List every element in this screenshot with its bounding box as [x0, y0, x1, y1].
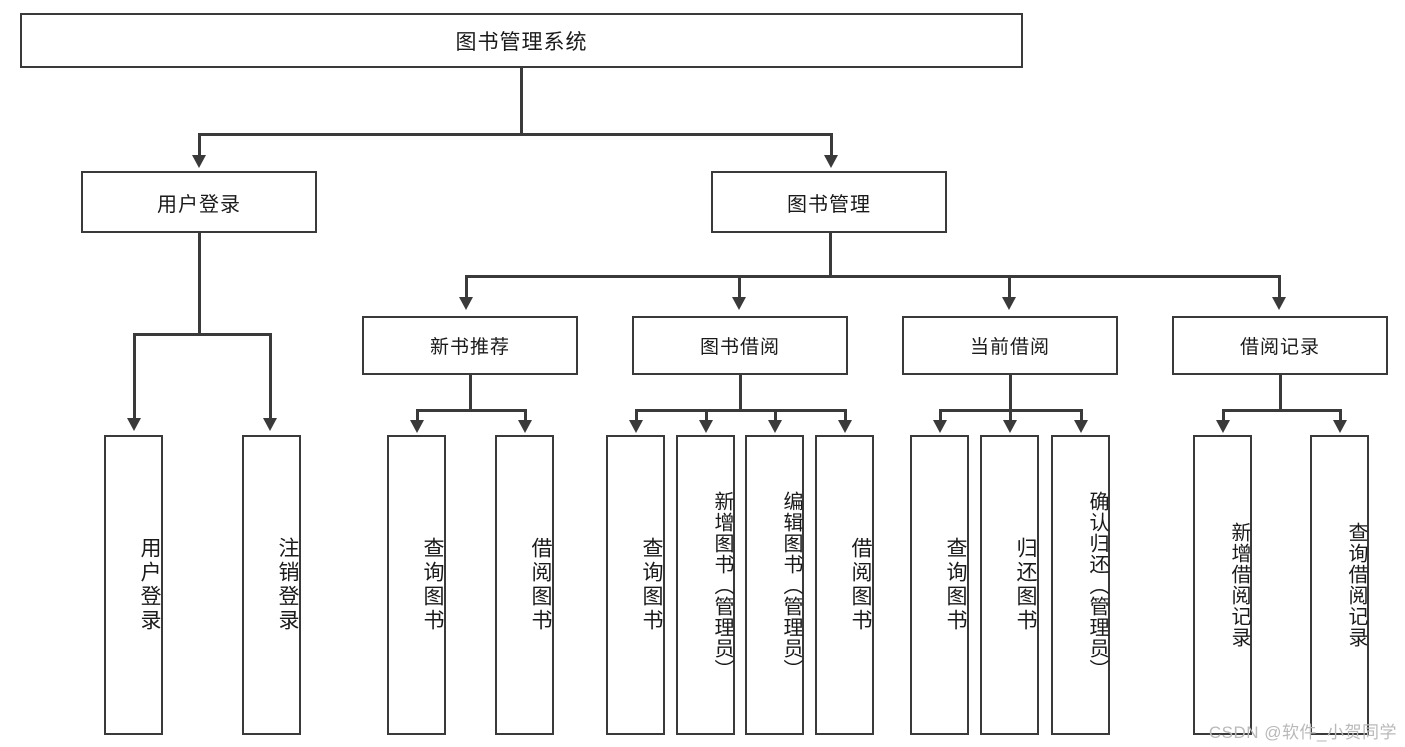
node-new-book-recommend-label: 新书推荐 — [429, 337, 510, 358]
edge-to-current-borrow — [1008, 275, 1011, 301]
arrow-to-leaf-add-record — [1216, 420, 1230, 433]
arrow-to-borrow-record — [1272, 297, 1286, 310]
node-leaf-borrow-book-2[interactable]: 借阅图书 — [815, 435, 874, 735]
node-root[interactable]: 图书管理系统 — [20, 13, 1023, 68]
edge-book-borrow-bus — [635, 409, 846, 412]
node-leaf-user-login-label: 用户登录 — [138, 537, 161, 633]
arrow-to-current-borrow — [1002, 297, 1016, 310]
edge-to-leaf-logout-login — [269, 333, 272, 421]
node-leaf-borrow-book-2-label: 借阅图书 — [849, 537, 872, 633]
edge-to-book-management — [830, 133, 833, 159]
edge-to-leaf-borrow-book-2 — [844, 409, 847, 423]
node-leaf-borrow-book-1[interactable]: 借阅图书 — [495, 435, 554, 735]
arrow-to-leaf-add-book — [699, 420, 713, 433]
node-leaf-return-book[interactable]: 归还图书 — [980, 435, 1039, 735]
node-book-management[interactable]: 图书管理 — [711, 171, 947, 233]
node-user-login-label: 用户登录 — [157, 193, 241, 216]
node-leaf-query-book-3-label: 查询图书 — [944, 537, 967, 633]
arrow-to-leaf-query-book-2 — [629, 420, 643, 433]
node-leaf-query-book-2-label: 查询图书 — [640, 537, 663, 633]
node-book-management-label: 图书管理 — [787, 193, 871, 216]
node-current-borrow[interactable]: 当前借阅 — [902, 316, 1118, 375]
arrow-to-leaf-edit-book — [768, 420, 782, 433]
arrow-to-leaf-borrow-book-1 — [518, 420, 532, 433]
edge-to-leaf-user-login — [133, 333, 136, 421]
arrow-to-leaf-query-book-1 — [410, 420, 424, 433]
node-book-borrow-label: 图书借阅 — [699, 337, 780, 358]
node-leaf-logout-login-label: 注销登录 — [276, 537, 299, 633]
watermark-text: CSDN @软件_小贺同学 — [1208, 723, 1397, 742]
edge-to-leaf-confirm-return — [1080, 409, 1083, 423]
node-leaf-add-book[interactable]: 新增图书（管理员） — [676, 435, 735, 735]
arrow-to-user-login — [192, 155, 206, 168]
node-leaf-query-book-1-label: 查询图书 — [421, 537, 444, 633]
node-leaf-add-record[interactable]: 新增借阅记录 — [1193, 435, 1252, 735]
edge-current-borrow-stem — [1009, 375, 1012, 411]
edge-user-login-bus — [133, 333, 271, 336]
node-root-label: 图书管理系统 — [455, 30, 588, 54]
edge-new-book-recommend-bus — [416, 409, 527, 412]
edge-to-book-borrow — [738, 275, 741, 301]
node-leaf-borrow-book-1-label: 借阅图书 — [529, 537, 552, 633]
edge-to-leaf-add-record — [1222, 409, 1225, 423]
edge-borrow-record-stem — [1279, 375, 1282, 411]
edge-to-leaf-query-book-3 — [939, 409, 942, 423]
node-book-borrow[interactable]: 图书借阅 — [632, 316, 848, 375]
edge-user-login-stem — [198, 233, 201, 335]
edge-borrow-record-bus — [1222, 409, 1341, 412]
edge-to-leaf-query-record — [1339, 409, 1342, 423]
node-leaf-edit-book[interactable]: 编辑图书（管理员） — [745, 435, 804, 735]
edge-new-book-recommend-stem — [469, 375, 472, 411]
node-leaf-logout-login[interactable]: 注销登录 — [242, 435, 301, 735]
arrow-to-leaf-user-login — [127, 418, 141, 431]
node-leaf-return-book-label: 归还图书 — [1014, 537, 1037, 633]
edge-to-leaf-borrow-book-1 — [524, 409, 527, 423]
arrow-to-new-book-recommend — [459, 297, 473, 310]
arrow-to-leaf-borrow-book-2 — [838, 420, 852, 433]
arrow-to-leaf-confirm-return — [1074, 420, 1088, 433]
arrow-to-book-borrow — [732, 297, 746, 310]
edge-to-user-login — [198, 133, 201, 159]
edge-to-new-book-recommend — [465, 275, 468, 301]
arrow-to-leaf-return-book — [1003, 420, 1017, 433]
node-leaf-query-book-1[interactable]: 查询图书 — [387, 435, 446, 735]
node-new-book-recommend[interactable]: 新书推荐 — [362, 316, 578, 375]
node-borrow-record[interactable]: 借阅记录 — [1172, 316, 1388, 375]
edge-root-stem — [520, 68, 523, 135]
arrow-to-leaf-query-book-3 — [933, 420, 947, 433]
node-leaf-query-record-label: 查询借阅记录 — [1345, 522, 1367, 648]
edge-to-leaf-query-book-1 — [416, 409, 419, 423]
node-user-login[interactable]: 用户登录 — [81, 171, 317, 233]
node-leaf-confirm-return[interactable]: 确认归还（管理员） — [1051, 435, 1110, 735]
edge-book-borrow-stem — [739, 375, 742, 411]
node-leaf-edit-book-label: 编辑图书（管理员） — [780, 490, 802, 680]
node-borrow-record-label: 借阅记录 — [1239, 337, 1320, 358]
node-leaf-confirm-return-label: 确认归还（管理员） — [1086, 490, 1108, 680]
node-leaf-add-record-label: 新增借阅记录 — [1228, 522, 1250, 648]
node-leaf-query-book-3[interactable]: 查询图书 — [910, 435, 969, 735]
node-leaf-user-login[interactable]: 用户登录 — [104, 435, 163, 735]
node-leaf-query-book-2[interactable]: 查询图书 — [606, 435, 665, 735]
arrow-to-leaf-logout-login — [263, 418, 277, 431]
arrow-to-book-management — [824, 155, 838, 168]
node-leaf-query-record[interactable]: 查询借阅记录 — [1310, 435, 1369, 735]
edge-book-management-stem — [829, 233, 832, 277]
node-leaf-add-book-label: 新增图书（管理员） — [711, 490, 733, 680]
edge-to-leaf-add-book — [705, 409, 708, 423]
node-current-borrow-label: 当前借阅 — [969, 337, 1050, 358]
edge-root-bus — [198, 133, 832, 136]
edge-to-leaf-return-book — [1009, 409, 1012, 423]
edge-to-leaf-edit-book — [774, 409, 777, 423]
edge-to-leaf-query-book-2 — [635, 409, 638, 423]
arrow-to-leaf-query-record — [1333, 420, 1347, 433]
edge-to-borrow-record — [1278, 275, 1281, 301]
edge-book-management-bus — [465, 275, 1280, 278]
